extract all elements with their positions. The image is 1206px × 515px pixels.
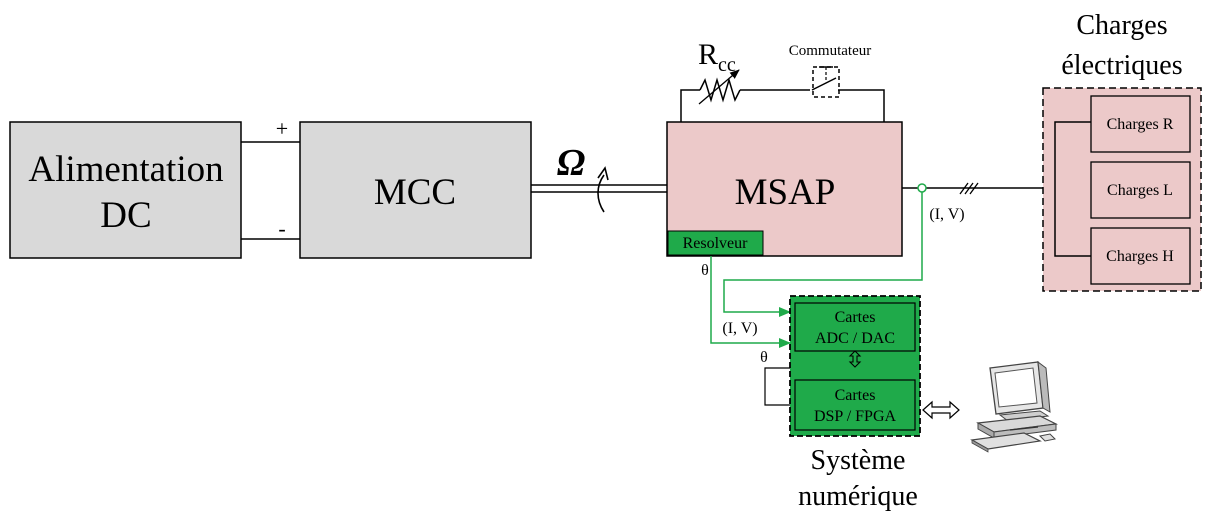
dsp-label-line2: DSP / FPGA	[814, 408, 897, 425]
adc-label-line2: ADC / DAC	[815, 330, 895, 347]
charges-l-box	[1090, 161, 1191, 219]
charges-r-label: Charges R	[1107, 116, 1174, 133]
theta-bottom-label: θ	[760, 349, 768, 366]
iv-signal-line	[723, 192, 923, 317]
omega-symbol: Ω	[557, 142, 585, 184]
alimentation-label-line1: Alimentation	[28, 149, 223, 190]
three-phase-mark-icon	[959, 182, 969, 195]
alimentation-box	[9, 121, 242, 259]
mcc-label: MCC	[374, 172, 456, 213]
shaft: Ω	[531, 142, 667, 213]
dsp-fpga-box	[794, 379, 916, 431]
mcc-box	[299, 121, 532, 259]
numerique-title-line1: Système	[811, 445, 906, 476]
iv-input-label: (I, V)	[722, 320, 757, 337]
double-arrow-icon	[922, 400, 960, 420]
alimentation-dc-block: Alimentation DC	[9, 121, 242, 259]
signal-lines: θ (I, V) θ	[701, 192, 923, 366]
charges-h-label: Charges H	[1106, 248, 1174, 265]
vertical-double-arrow-icon	[848, 350, 862, 368]
dc-wires: + -	[241, 116, 300, 241]
msap-block: MSAP Resolveur	[666, 121, 903, 257]
plus-sign: +	[276, 116, 288, 141]
computer-icon	[970, 360, 1059, 453]
systeme-numerique-block: Cartes ADC / DAC Cartes DSP / FPGA Systè…	[764, 295, 921, 512]
charges-h-box	[1090, 227, 1191, 285]
resolveur-label: Resolveur	[683, 235, 749, 252]
switch-icon	[811, 77, 837, 91]
theta-signal-line	[710, 256, 791, 348]
resistor-icon	[699, 77, 741, 103]
rcc-circuit: Rcc Commutateur	[680, 38, 885, 122]
charges-title-line2: électriques	[1061, 50, 1182, 81]
rotation-arrow-icon	[597, 174, 605, 213]
rcc-label: Rcc	[698, 38, 736, 76]
measure-node	[917, 183, 927, 193]
charges-r-box	[1090, 95, 1191, 153]
charges-l-label: Charges L	[1107, 182, 1173, 199]
dsp-label-line1: Cartes	[835, 387, 876, 404]
commutateur-label: Commutateur	[789, 43, 872, 59]
adc-dac-box	[794, 302, 916, 352]
theta-top-label: θ	[701, 262, 709, 279]
charges-electriques-block: Charges électriques Charges R Charges L …	[1042, 10, 1202, 292]
adc-label-line1: Cartes	[835, 309, 876, 326]
charges-title-line1: Charges	[1076, 10, 1167, 41]
numerique-title-line2: numérique	[798, 481, 918, 512]
resolveur-box	[667, 230, 764, 256]
minus-sign: -	[278, 216, 285, 241]
msap-label: MSAP	[735, 172, 836, 213]
alimentation-label-line2: DC	[100, 195, 151, 236]
mcc-block: MCC	[299, 121, 532, 259]
iv-output-label: (I, V)	[929, 206, 964, 223]
